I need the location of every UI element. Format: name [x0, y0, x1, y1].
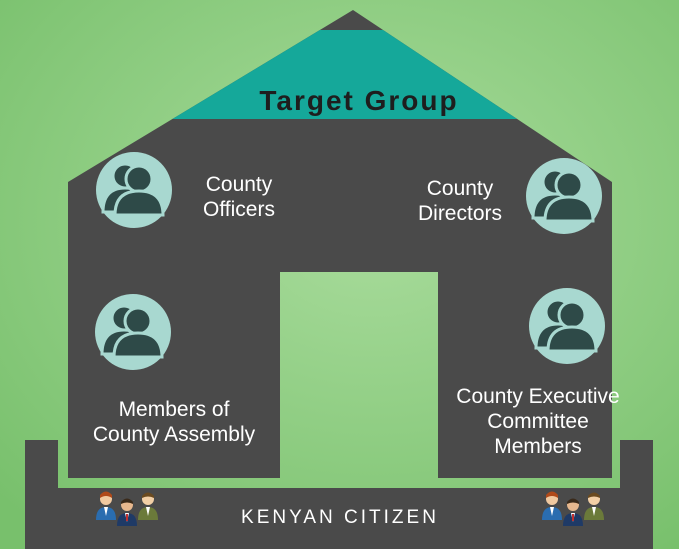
label-cec-members: County Executive Committee Members: [438, 384, 638, 460]
footer-label: KENYAN CITIZEN: [241, 507, 439, 528]
user-group-icon: [527, 286, 607, 366]
user-group-icon: [524, 156, 604, 236]
label-line: Directors: [417, 202, 502, 226]
label-line: County Assembly: [92, 423, 256, 447]
label-members-county-assembly: Members of County Assembly: [70, 397, 278, 447]
label-line: County: [205, 173, 273, 196]
diagram-title: Target Group: [259, 85, 459, 116]
house-body: [68, 10, 612, 478]
label-line: County Executive: [456, 385, 620, 408]
label-line: Officers: [203, 198, 275, 222]
label-line: Members: [494, 435, 582, 459]
label-line: County: [426, 177, 494, 200]
label-line: Committee: [487, 410, 589, 434]
user-group-icon: [93, 292, 173, 372]
user-group-icon: [94, 150, 174, 230]
label-county-directors: County Directors: [405, 176, 515, 226]
label-county-officers: County Officers: [184, 172, 294, 222]
label-line: Members of: [118, 398, 230, 421]
citizen-base: [25, 440, 653, 549]
